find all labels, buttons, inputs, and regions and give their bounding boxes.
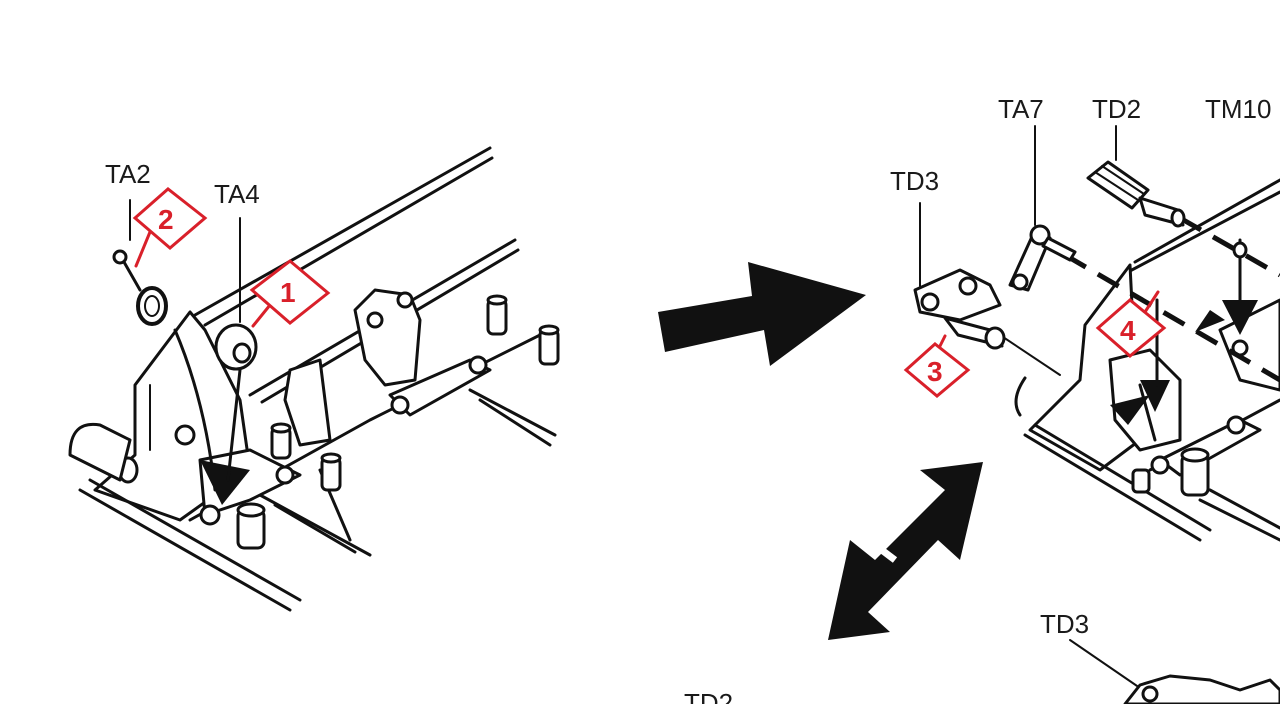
part-ta4 — [214, 217, 258, 371]
double-arrow-diagonal — [828, 462, 983, 640]
label-td3-bottom: TD3 — [1040, 609, 1089, 639]
step-callout-2: 2 — [132, 187, 208, 268]
part-td2-top — [1086, 125, 1186, 228]
part-td3-bottom — [1069, 639, 1280, 704]
step-callout-4: 4 — [1095, 290, 1167, 358]
label-ta7: TA7 — [998, 94, 1044, 124]
label-ta4: TA4 — [214, 179, 260, 209]
step-number-1: 1 — [280, 277, 296, 308]
label-tm10: TM10 — [1205, 94, 1271, 124]
label-td3-top: TD3 — [890, 166, 939, 196]
step-number-2: 2 — [158, 204, 174, 235]
label-ta2: TA2 — [105, 159, 151, 189]
part-ta7 — [1008, 125, 1077, 292]
direction-arrow-right — [658, 262, 866, 366]
step-callout-3: 3 — [903, 334, 971, 398]
left-frame-assembly — [68, 146, 560, 612]
step-number-3: 3 — [927, 356, 943, 387]
label-td2-bottom: TD2 — [684, 688, 733, 704]
part-ta2 — [112, 199, 168, 326]
step-callout-1: 1 — [249, 259, 331, 328]
step-number-4: 4 — [1120, 315, 1136, 346]
part-td3-top — [913, 202, 1006, 350]
label-td2-top: TD2 — [1092, 94, 1141, 124]
